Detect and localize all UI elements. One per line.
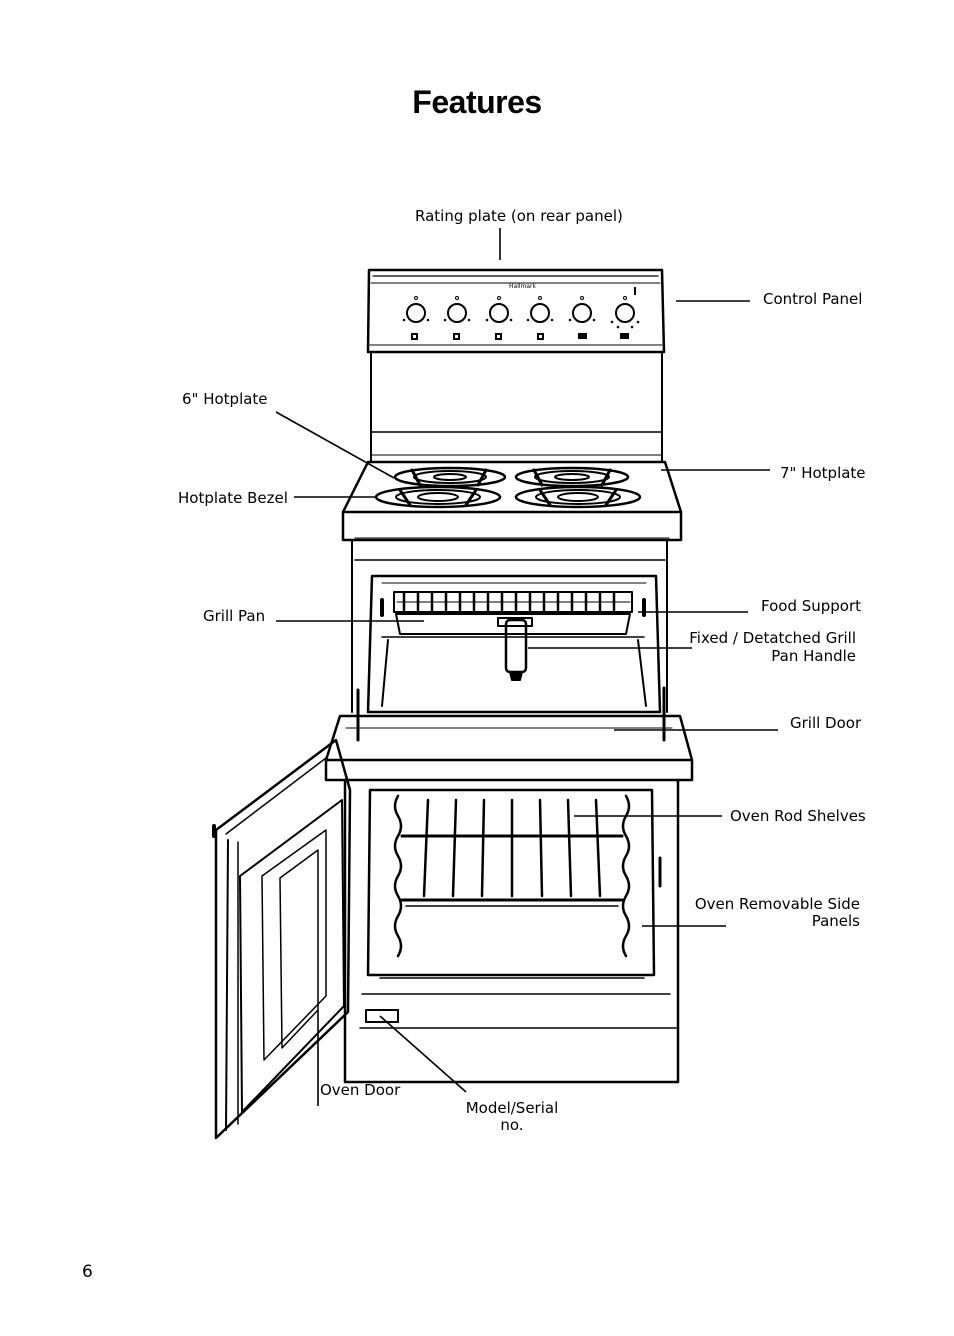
grill-compartment <box>351 539 668 742</box>
hob <box>341 460 683 542</box>
label-food-support: Food Support <box>761 597 862 615</box>
label-side-panels-line1: Oven Removable Side <box>694 895 860 913</box>
label-7in-hotplate: 7" Hotplate <box>780 464 866 482</box>
label-model-serial-line2: no. <box>500 1116 524 1134</box>
label-grill-pan: Grill Pan <box>203 607 266 625</box>
label-oven-door: Oven Door <box>320 1081 401 1099</box>
label-rating-plate: Rating plate (on rear panel) <box>415 207 623 225</box>
label-grill-handle-line2: Pan Handle <box>771 647 856 665</box>
label-hotplate-bezel: Hotplate Bezel <box>178 489 288 507</box>
label-control-panel: Control Panel <box>763 290 863 308</box>
label-oven-rod-shelves: Oven Rod Shelves <box>730 807 866 825</box>
label-6in-hotplate: 6" Hotplate <box>182 390 268 408</box>
label-grill-handle-line1: Fixed / Detatched Grill <box>689 629 856 647</box>
label-grill-door: Grill Door <box>790 714 862 732</box>
control-panel <box>366 268 666 354</box>
label-side-panels-line2: Panels <box>811 912 860 930</box>
leader-lines <box>275 228 778 1106</box>
page-title: Features <box>412 84 542 120</box>
oven-compartment <box>343 778 680 1084</box>
label-model-serial-line1: Model/Serial <box>465 1099 559 1117</box>
page-number: 6 <box>82 1262 93 1282</box>
brand-text: Hallmark <box>509 283 536 290</box>
backsplash <box>370 351 663 463</box>
oven-door <box>212 738 352 1140</box>
grill-door <box>324 714 694 782</box>
